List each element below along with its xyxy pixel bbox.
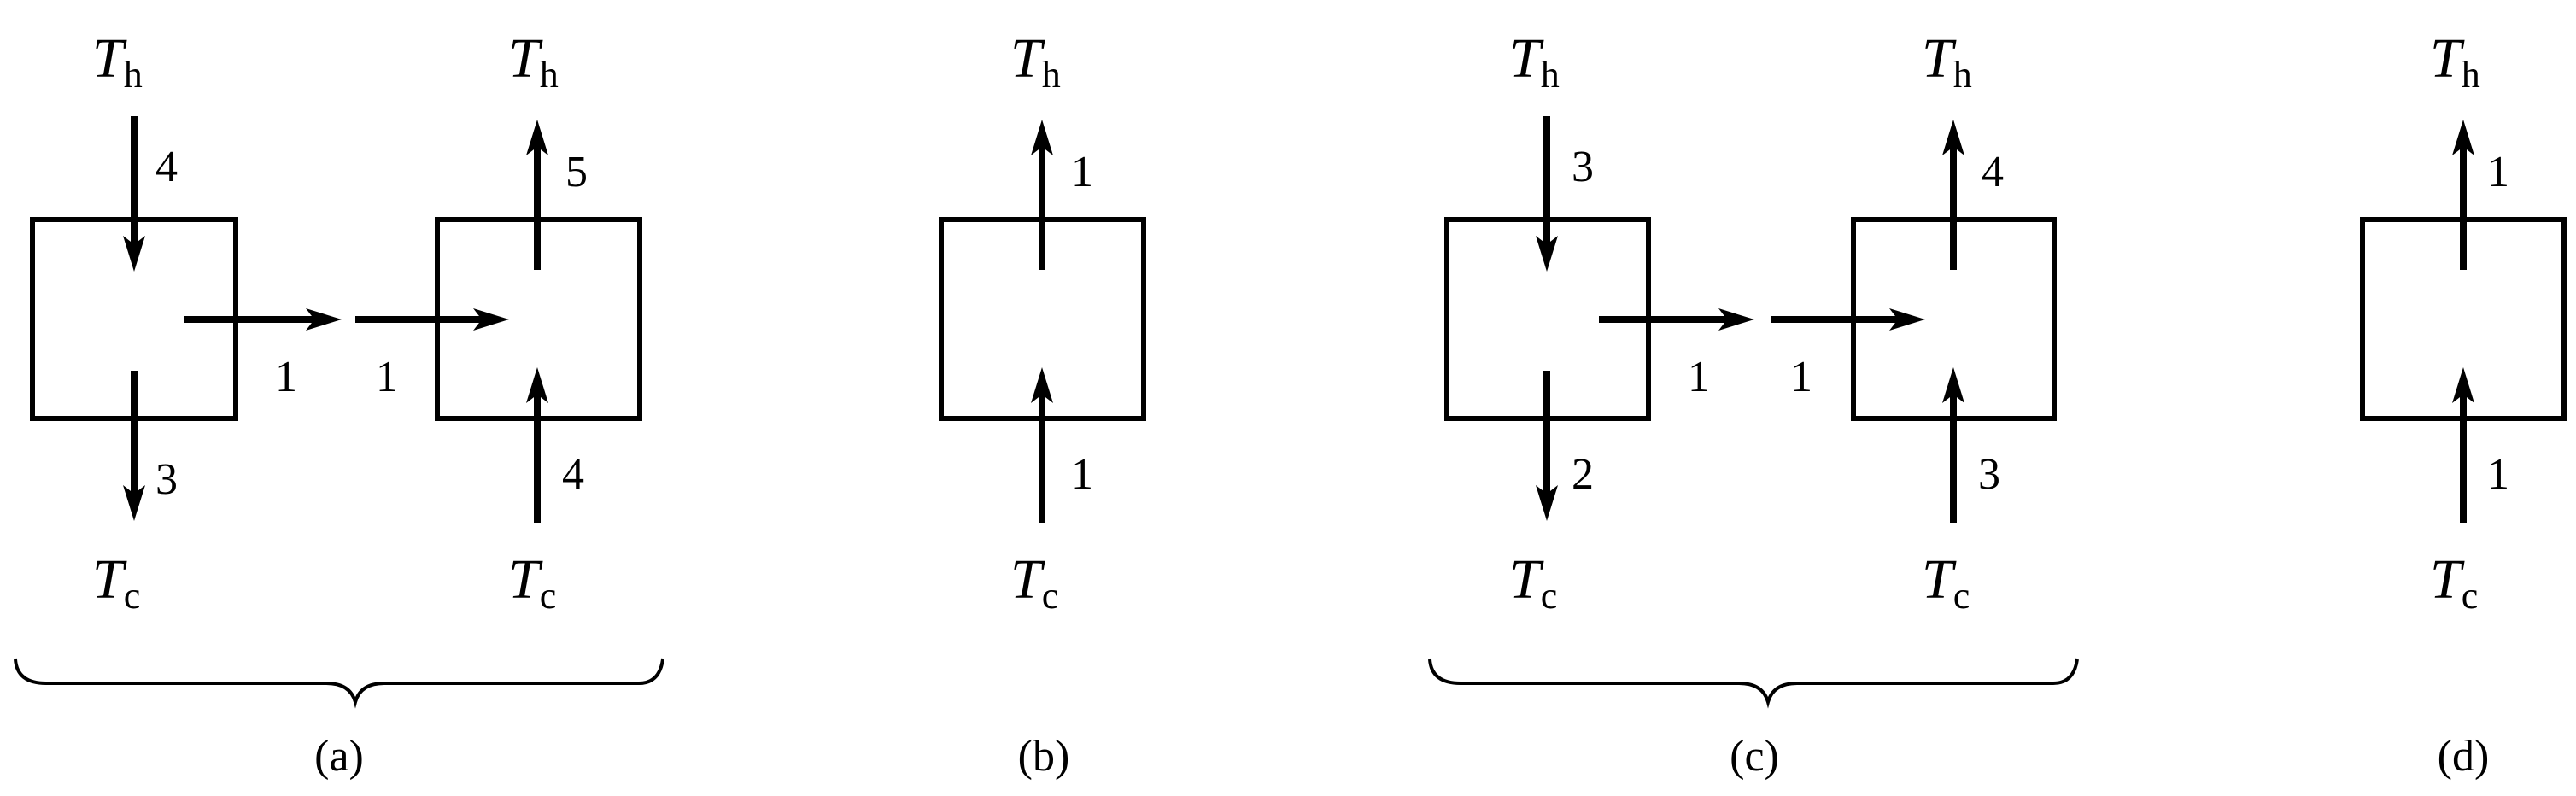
panel-caption: (b) — [1018, 732, 1070, 781]
work-out-value: 1 — [275, 353, 297, 401]
heat-in-value: 4 — [562, 450, 584, 499]
heat-out-value: 1 — [2487, 148, 2509, 196]
panel-b: Th 1 1 Tc (b) — [939, 27, 1146, 781]
cold-reservoir-label: Tc — [92, 548, 140, 617]
heat-out-value: 2 — [1572, 450, 1594, 499]
work-in-value: 1 — [1790, 353, 1812, 401]
panel-caption: (c) — [1730, 732, 1779, 781]
cold-reservoir-label: Tc — [508, 548, 556, 617]
heat-in-value: 1 — [2487, 450, 2509, 499]
work-in-value: 1 — [376, 353, 398, 401]
work-out-value: 1 — [1688, 353, 1710, 401]
hot-reservoir-label: Th — [1010, 27, 1061, 96]
hot-reservoir-label: Th — [508, 27, 559, 96]
grouping-brace — [14, 658, 664, 709]
heat-in-value: 1 — [1071, 450, 1093, 499]
heat-out-value: 3 — [155, 455, 178, 504]
cold-reservoir-label: Tc — [1509, 548, 1557, 617]
hot-reservoir-label: Th — [1509, 27, 1560, 96]
panel-caption: (d) — [2438, 732, 2490, 781]
hot-reservoir-label: Th — [2430, 27, 2480, 96]
heat-out-value: 5 — [565, 148, 588, 196]
heat-in-value: 3 — [1572, 143, 1594, 191]
grouping-brace — [1428, 658, 2079, 709]
hot-reservoir-label: Th — [92, 27, 143, 96]
cold-reservoir-label: Tc — [1922, 548, 1970, 617]
panel-c: Th 3 2 Tc 1 1 Th 4 3 Tc (c) — [1428, 27, 2079, 781]
heat-out-value: 4 — [1982, 148, 2004, 196]
heat-out-value: 1 — [1071, 148, 1093, 196]
cold-reservoir-label: Tc — [2430, 548, 2478, 617]
heat-in-value: 3 — [1978, 450, 2000, 499]
panel-a: Th 4 3 Tc 1 1 Th 5 4 Tc (a) — [14, 27, 664, 781]
heat-in-value: 4 — [155, 143, 178, 191]
panel-d: Th 1 1 Tc (d) — [2360, 27, 2567, 781]
panel-caption: (a) — [314, 732, 364, 781]
hot-reservoir-label: Th — [1922, 27, 1972, 96]
cold-reservoir-label: Tc — [1010, 548, 1058, 617]
